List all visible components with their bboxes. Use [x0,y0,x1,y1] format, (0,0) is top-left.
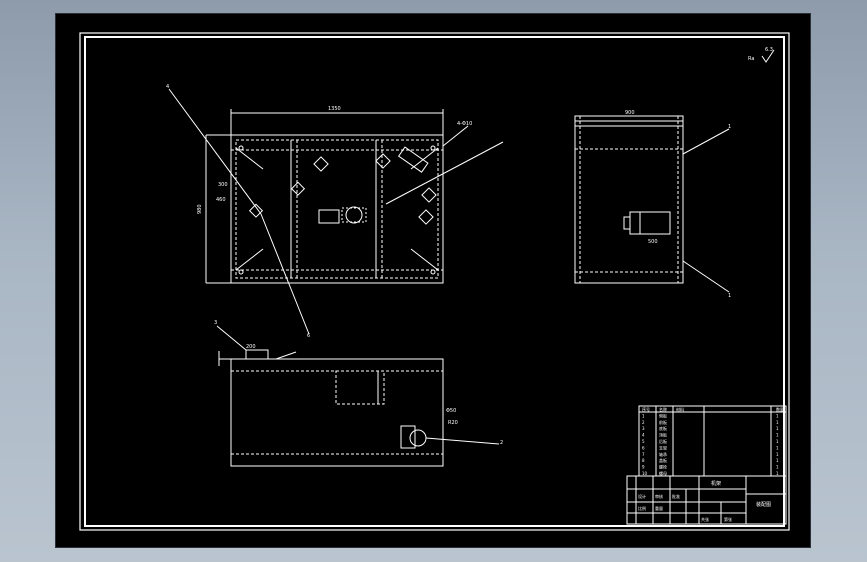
bom-cell: 支架 [659,444,667,450]
bom-cell: 1 [776,426,779,431]
bottom-dim-a: 200 [246,344,256,350]
bom-header-cell: 序号 [642,406,650,412]
title-block-name: 机架 [711,480,721,487]
bom-cell: 2 [642,420,645,425]
bom-cell: 1 [776,420,779,425]
bom-cell: 5 [642,439,645,444]
bom-cell: 1 [642,413,645,418]
bom-cell: 前板 [659,419,667,425]
bottom-dim-b: Φ50 [446,408,456,414]
bom-cell: 1 [776,433,779,438]
bom-cell: 顶板 [659,432,667,438]
cad-viewport[interactable]: Ra 6.3 1350 980 4 6 4-Φ10 300 460 900 1 … [55,13,811,548]
title-block-grid [626,475,787,525]
outer-border [79,32,790,531]
bom-cell: 螺栓 [659,464,667,470]
bom-cell: 8 [642,458,645,463]
bottom-dim-c: R20 [448,420,458,426]
bom-header-cell: 材料 [676,406,684,412]
bom-cell: 螺母 [659,470,667,476]
bom-cell: 1 [776,471,779,476]
side-callout-bottom: 1 [728,293,731,299]
bom-cell: 6 [642,445,645,450]
bom-cell: 轴承 [659,451,667,457]
title-block-label: 审核 [655,493,663,499]
bottom-view [216,325,500,467]
bottom-callout-left: 3 [214,320,217,326]
side-inner-dim: 500 [648,239,658,245]
title-block-drawing-no: 装配图 [756,501,771,508]
bom-header-cell: 名称 [659,406,667,412]
bom-cell: 底板 [659,425,667,431]
roughness-symbol [761,49,775,63]
front-side-dim-a: 300 [218,182,228,188]
front-side-dim-b: 460 [216,197,226,203]
bom-cell: 1 [776,452,779,457]
side-view [574,115,730,293]
front-callout-tl: 4 [166,84,169,90]
bom-cell: 7 [642,452,645,457]
front-overall-width: 1350 [328,106,341,112]
bom-cell: 后板 [659,438,667,444]
bom-cell: 9 [642,465,645,470]
bom-cell: 侧板 [659,412,667,418]
bom-cell: 4 [642,433,645,438]
title-block-label: 批准 [672,493,680,499]
bom-cell: 3 [642,426,645,431]
bom-cell: 10 [642,471,648,476]
title-block-label: 共张 [701,516,709,522]
front-height: 980 [197,204,203,214]
bom-cell: 1 [776,458,779,463]
side-overall-width: 900 [625,110,635,116]
front-callout-br: 6 [307,333,310,339]
inner-border [84,36,785,527]
bottom-callout-right: 2 [500,440,503,446]
side-callout-top: 1 [728,124,731,130]
bom-cell: 1 [776,439,779,444]
bom-cell: 盖板 [659,457,667,463]
bom-cell: 1 [776,445,779,450]
title-block-label: 比例 [638,505,646,511]
title-block-label: 设计 [638,493,646,499]
front-callout-tr: 4-Φ10 [457,121,472,127]
bom-header-cell: 数量 [776,406,784,412]
cad-drawing-canvas: Ra 6.3 1350 980 4 6 4-Φ10 300 460 900 1 … [79,32,790,531]
roughness-note: Ra [748,56,754,62]
title-block-label: 第张 [724,516,732,522]
roughness-value: 6.3 [765,47,773,53]
front-view [168,88,504,335]
bom-cell: 1 [776,465,779,470]
title-block-label: 重量 [655,505,663,511]
bom-cell: 1 [776,413,779,418]
